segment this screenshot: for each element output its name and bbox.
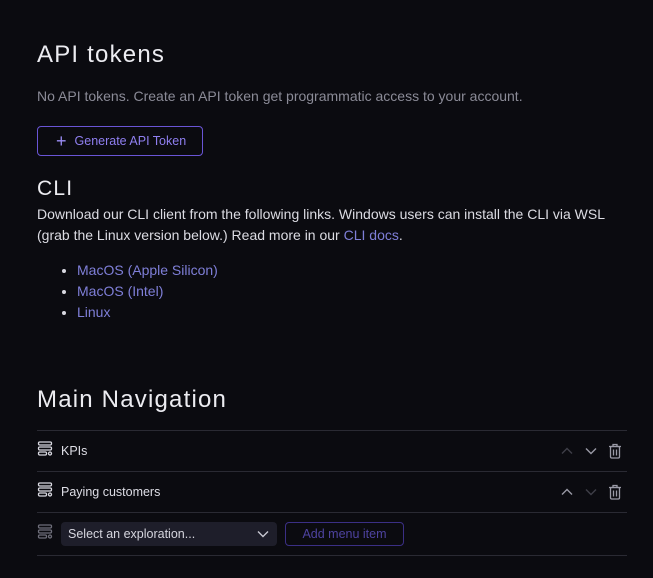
exploration-icon — [37, 482, 53, 502]
main-navigation-title: Main Navigation — [37, 386, 228, 413]
nav-item-label: KPIs — [61, 444, 88, 458]
cli-description: Download our CLI client from the followi… — [37, 204, 627, 246]
move-down-button[interactable] — [583, 484, 599, 500]
cli-description-suffix: . — [398, 227, 403, 243]
api-tokens-title: API tokens — [37, 41, 166, 68]
download-linux-link[interactable]: Linux — [77, 304, 111, 320]
chevron-up-icon — [561, 488, 573, 495]
plus-icon: + — [56, 131, 67, 151]
generate-api-token-label: Generate API Token — [74, 134, 187, 148]
download-macos-apple-silicon-link[interactable]: MacOS (Apple Silicon) — [77, 262, 218, 278]
nav-item-row[interactable]: Paying customers — [37, 471, 627, 512]
delete-button[interactable] — [607, 443, 623, 459]
nav-item-row[interactable]: KPIs — [37, 430, 627, 471]
nav-item-label: Paying customers — [61, 485, 161, 499]
cli-title: CLI — [37, 177, 74, 200]
move-up-button[interactable] — [559, 484, 575, 500]
move-up-button[interactable] — [559, 443, 575, 459]
trash-icon — [609, 443, 621, 459]
delete-button[interactable] — [607, 484, 623, 500]
divider — [37, 555, 627, 556]
chevron-down-icon — [585, 448, 597, 455]
exploration-select[interactable]: Select an exploration... — [61, 522, 277, 546]
exploration-select-value: Select an exploration... — [68, 527, 196, 541]
cli-download-list: MacOS (Apple Silicon) MacOS (Intel) Linu… — [37, 260, 218, 323]
generate-api-token-button[interactable]: + Generate API Token — [37, 126, 203, 156]
download-macos-intel-link[interactable]: MacOS (Intel) — [77, 283, 164, 299]
add-menu-item-row: Select an exploration... Add menu item — [37, 512, 627, 555]
add-menu-item-button[interactable]: Add menu item — [285, 522, 404, 546]
download-item: Linux — [77, 302, 218, 323]
chevron-up-icon — [561, 447, 573, 454]
move-down-button[interactable] — [583, 443, 599, 459]
cli-description-text: Download our CLI client from the followi… — [37, 206, 605, 243]
cli-docs-link[interactable]: CLI docs — [343, 227, 399, 243]
download-item: MacOS (Apple Silicon) — [77, 260, 218, 281]
chevron-down-icon — [257, 531, 269, 538]
api-tokens-empty-message: No API tokens. Create an API token get p… — [37, 88, 523, 104]
exploration-icon — [37, 524, 53, 544]
main-navigation-list: KPIs Paying customers Select — [37, 430, 627, 556]
download-item: MacOS (Intel) — [77, 281, 218, 302]
chevron-down-icon — [585, 489, 597, 496]
exploration-icon — [37, 441, 53, 461]
trash-icon — [609, 484, 621, 500]
